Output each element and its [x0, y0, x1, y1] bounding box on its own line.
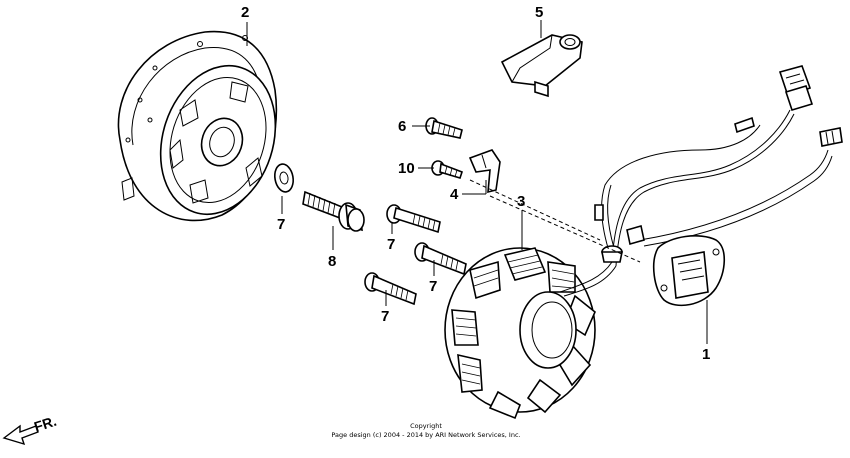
flywheel-part[interactable]: [117, 30, 293, 230]
stator-part[interactable]: [444, 247, 617, 420]
callout-10[interactable]: 10: [398, 160, 415, 177]
clamp-part[interactable]: [468, 149, 501, 194]
front-direction-marker: FR.: [2, 413, 58, 446]
callout-2[interactable]: 2: [241, 4, 249, 21]
bolt-6-part[interactable]: [425, 117, 463, 139]
callout-7-a[interactable]: 7: [387, 236, 395, 253]
front-arrow-icon: [2, 424, 39, 446]
copyright-notice: Copyright Page design (c) 2004 - 2014 by…: [331, 422, 520, 439]
bolt-7a-part[interactable]: [386, 204, 441, 234]
callout-9[interactable]: 7: [277, 216, 285, 233]
copyright-line-2: Page design (c) 2004 - 2014 by ARI Netwo…: [331, 431, 520, 439]
leader-lines: [246, 20, 708, 344]
callout-6[interactable]: 6: [398, 118, 406, 135]
callout-7-b[interactable]: 7: [429, 278, 437, 295]
bolt-7c-part[interactable]: [364, 272, 417, 306]
flange-bolt-part[interactable]: [302, 190, 365, 232]
harness-part[interactable]: [594, 65, 843, 307]
callout-5[interactable]: 5: [535, 4, 543, 21]
bracket-part[interactable]: [500, 34, 583, 98]
bolt-7b-part[interactable]: [414, 242, 467, 276]
callouts: 2 5 6 10 4 3 7 8 7 7 7 1: [241, 4, 710, 363]
callout-3[interactable]: 3: [517, 193, 525, 210]
callout-1[interactable]: 1: [702, 346, 710, 363]
screw-10-part[interactable]: [431, 160, 464, 179]
callout-7-c[interactable]: 7: [381, 308, 389, 325]
callout-8[interactable]: 8: [328, 253, 336, 270]
washer-part[interactable]: [273, 163, 296, 194]
copyright-line-1: Copyright: [410, 422, 442, 430]
front-label: FR.: [32, 413, 58, 435]
callout-4[interactable]: 4: [450, 186, 459, 203]
